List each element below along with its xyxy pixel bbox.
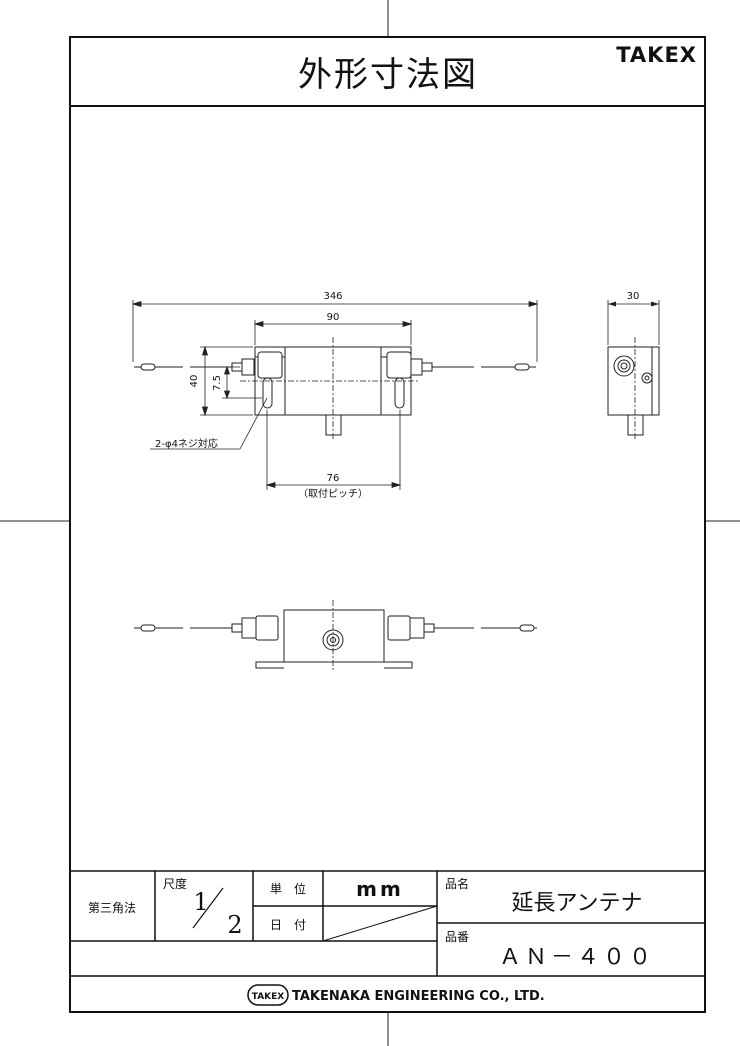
scale-denominator: 2 [227,911,242,939]
product-name-label: 品名 [445,876,469,891]
dim-screw-note: 2-φ4ネジ対応 [155,437,218,450]
company-name: TAKENAKA ENGINEERING CO., LTD. [292,989,545,1004]
title-block [70,870,705,977]
unit-label: 単 位 [270,881,306,896]
page-title: 外形寸法図 [298,55,478,95]
svg-text:TAKEX: TAKEX [252,992,285,1002]
projection-method: 第三角法 [88,901,136,915]
scale-label: 尺度 [163,876,187,891]
part-number-label: 品番 [445,930,469,944]
sheet-frame [69,36,706,1013]
top-view [134,600,537,670]
date-label: 日 付 [270,918,306,932]
scale-numerator: 1 [193,888,208,916]
dim-hole-offset: 7.5 [212,375,223,391]
dim-height: 40 [189,375,200,388]
dim-depth: 30 [627,291,640,302]
side-view [607,300,660,440]
front-view [134,337,536,440]
part-number: ＡＮ－４００ [499,945,655,970]
dim-body-width: 90 [327,312,340,323]
dim-mount-pitch-note: （取付ピッチ） [298,487,368,500]
product-name: 延長アンテナ [511,891,642,916]
dim-overall-length: 346 [323,291,342,302]
unit-value: mm [356,877,404,901]
front-dimensions [131,300,539,490]
brand-logo: TAKEX [616,43,697,67]
company-logo: TAKEX [247,984,289,1006]
dim-mount-pitch: 76 [327,473,340,484]
